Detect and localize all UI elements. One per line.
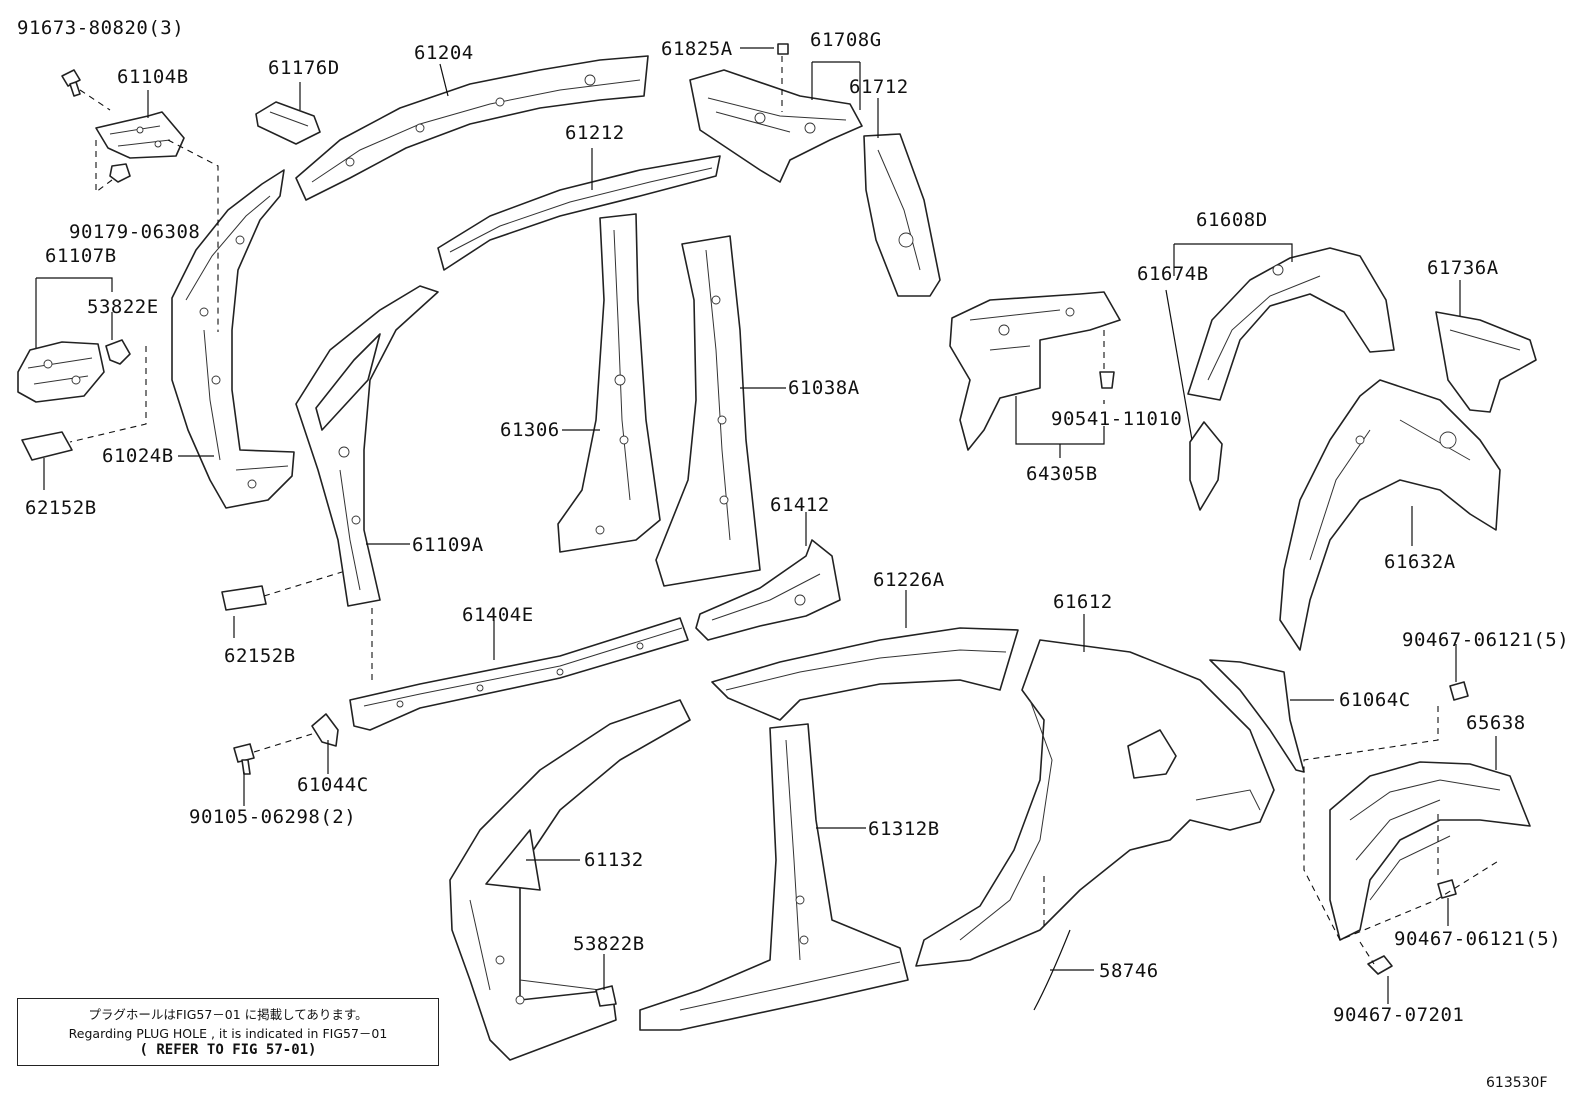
label-90467-07201: 90467-07201 — [1333, 1004, 1465, 1026]
bolt-90105-06298 — [233, 743, 255, 775]
part-61109A — [295, 285, 439, 607]
label-62152B-bottom: 62152B — [224, 645, 296, 667]
part-61306 — [557, 213, 661, 553]
label-61632A: 61632A — [1384, 551, 1456, 573]
label-61736A: 61736A — [1427, 257, 1499, 279]
note-japanese-line: プラグホールはFIG57－01 に掲載してあります。 — [88, 1007, 368, 1022]
label-61109A: 61109A — [412, 534, 484, 556]
label-61107B: 61107B — [45, 245, 117, 267]
label-61708G: 61708G — [810, 29, 882, 51]
label-62152B-top: 62152B — [25, 497, 97, 519]
label-61612: 61612 — [1053, 591, 1113, 613]
label-61104B: 61104B — [117, 66, 189, 88]
label-61674B: 61674B — [1137, 263, 1209, 285]
label-61176D: 61176D — [268, 57, 340, 79]
part-61674B — [1189, 421, 1223, 511]
nut-90179-06308 — [109, 163, 131, 183]
label-61226A: 61226A — [873, 569, 945, 591]
assembly-dashed-lines — [69, 56, 1501, 965]
part-61736A — [1435, 311, 1537, 413]
clip-53822E — [105, 339, 131, 365]
label-61204: 61204 — [414, 42, 474, 64]
pad-62152B-bottom — [221, 585, 267, 611]
label-61044C: 61044C — [297, 774, 369, 796]
label-53822E: 53822E — [87, 296, 159, 318]
label-64305B: 64305B — [1026, 463, 1098, 485]
note-english-line: Regarding PLUG HOLE , it is indicated in… — [68, 1026, 388, 1041]
part-61825A — [777, 43, 789, 55]
figure-number: 613530F — [1486, 1075, 1548, 1091]
label-91673-80820: 91673-80820(3) — [17, 17, 185, 39]
label-65638: 65638 — [1466, 712, 1526, 734]
part-61712 — [863, 133, 941, 297]
leader-lines — [35, 47, 1497, 1004]
label-61825A: 61825A — [661, 38, 733, 60]
part-61226A — [711, 627, 1019, 721]
label-58746: 58746 — [1099, 960, 1159, 982]
note-refer-line: ( REFER TO FIG 57-01) — [139, 1042, 317, 1058]
label-61312B: 61312B — [868, 818, 940, 840]
label-61712: 61712 — [849, 76, 909, 98]
label-90541-11010: 90541-11010 — [1051, 408, 1183, 430]
nut-90467-06121-bottom — [1437, 879, 1457, 899]
clip-90541-11010 — [1099, 371, 1115, 389]
bolt-91673-80820 — [61, 69, 81, 97]
label-61132: 61132 — [584, 849, 644, 871]
label-61306: 61306 — [500, 419, 560, 441]
part-61212 — [437, 155, 721, 271]
part-61107B — [17, 341, 105, 403]
part-61024B — [171, 169, 295, 509]
part-61412 — [695, 539, 841, 641]
part-61312B — [639, 723, 909, 1031]
label-61412: 61412 — [770, 494, 830, 516]
label-90179-06308: 90179-06308 — [69, 221, 201, 243]
label-61024B: 61024B — [102, 445, 174, 467]
bracket-61044C — [311, 713, 339, 747]
label-61038A: 61038A — [788, 377, 860, 399]
label-61212: 61212 — [565, 122, 625, 144]
part-61632A — [1279, 379, 1501, 651]
part-61204 — [295, 55, 649, 201]
pad-62152B-top — [21, 431, 73, 461]
label-61404E: 61404E — [462, 604, 534, 626]
clip-90467-07201 — [1367, 955, 1393, 975]
plug-hole-note: プラグホールはFIG57－01 に掲載してあります。 Regarding PLU… — [17, 998, 439, 1066]
part-61608D — [1187, 247, 1395, 401]
label-90467-06121-bottom: 90467-06121(5) — [1394, 928, 1562, 950]
label-61064C: 61064C — [1339, 689, 1411, 711]
part-61176D — [255, 101, 321, 145]
label-90467-06121-top: 90467-06121(5) — [1402, 629, 1570, 651]
label-53822B: 53822B — [573, 933, 645, 955]
part-61132 — [449, 699, 691, 1061]
part-61404E — [349, 617, 689, 731]
part-61104B — [95, 111, 185, 159]
label-61608D: 61608D — [1196, 209, 1268, 231]
part-58746 — [1033, 929, 1071, 1011]
label-90105-06298: 90105-06298(2) — [189, 806, 357, 828]
part-61038A — [655, 235, 761, 587]
part-61612 — [915, 639, 1275, 967]
part-65638 — [1329, 761, 1531, 941]
clip-53822B — [595, 985, 617, 1007]
nut-90467-06121-top — [1449, 681, 1469, 701]
part-64305B — [949, 291, 1121, 451]
part-61708G — [689, 69, 863, 183]
